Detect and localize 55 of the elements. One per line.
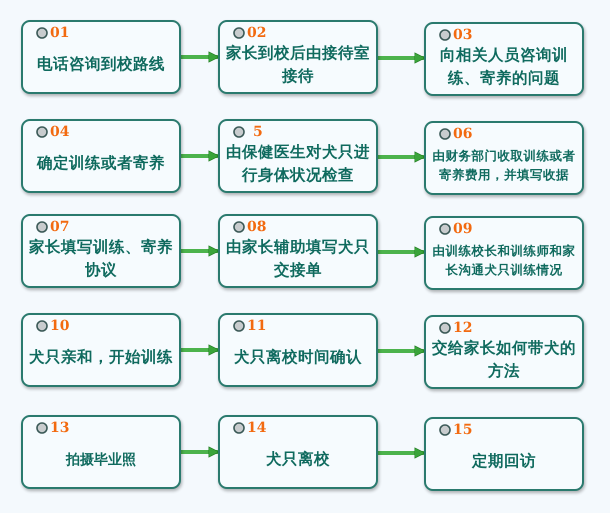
process-box [21, 214, 181, 288]
step-number: 13 [50, 420, 70, 436]
step-text: 犬只离校 [266, 449, 330, 470]
process-box [424, 216, 584, 290]
step-number: 15 [453, 422, 472, 438]
process-box [218, 119, 378, 193]
process-box [424, 417, 584, 491]
process-box [218, 20, 378, 94]
step-text: 向相关人员咨询训练、寄养的问题 [439, 44, 569, 89]
step-number: 5 [253, 124, 263, 140]
step-text: 家长到校后由接待室接待 [226, 42, 370, 87]
process-box [218, 214, 378, 288]
step-text: 电话咨询到校路线 [37, 54, 165, 76]
process-box [218, 313, 378, 387]
step-number: 10 [50, 318, 70, 334]
step-text: 由训练校长和训练师和家长沟通犬只训练情况 [432, 242, 576, 279]
step-text: 确定训练或者寄养 [37, 153, 165, 174]
step-text: 犬只亲和，开始训练 [29, 347, 173, 368]
step-number: 07 [50, 219, 70, 235]
step-number: 02 [247, 25, 266, 41]
process-box [21, 415, 181, 489]
step-number: 03 [453, 27, 472, 43]
arrow [378, 246, 426, 258]
arrow [378, 448, 426, 458]
step-number: 11 [247, 318, 266, 334]
step-number: 14 [247, 420, 266, 436]
arrow [181, 344, 220, 356]
process-box [21, 119, 181, 193]
step-number: 12 [453, 320, 472, 336]
process-box [424, 315, 584, 389]
step-text: 家长填写训练、寄养协议 [29, 236, 173, 281]
step-text: 交给家长如何带犬的方法 [432, 338, 576, 382]
step-text: 拍摄毕业照 [66, 450, 136, 470]
process-box [21, 313, 181, 387]
arrow [378, 152, 426, 162]
arrow [181, 150, 220, 162]
step-number: 08 [247, 219, 266, 235]
step-text: 犬只离校时间确认 [234, 347, 362, 368]
step-number: 04 [50, 124, 70, 140]
step-text: 定期回访 [472, 451, 536, 472]
step-text: 由保健医生对犬只进行身体状况检查 [226, 142, 370, 186]
process-box [424, 121, 584, 195]
process-box [218, 415, 378, 489]
arrow [378, 346, 426, 356]
step-text: 由家长辅助填写犬只交接单 [226, 236, 370, 281]
arrow [378, 52, 426, 64]
step-number: 01 [50, 25, 70, 41]
step-text: 由财务部门收取训练或者寄养费用，并填写收据 [432, 147, 576, 184]
step-number: 09 [453, 221, 472, 237]
arrow [181, 52, 220, 62]
arrow [181, 446, 220, 458]
arrow [181, 246, 220, 256]
step-number: 06 [453, 126, 472, 142]
process-box [21, 20, 181, 94]
process-box [424, 22, 584, 96]
